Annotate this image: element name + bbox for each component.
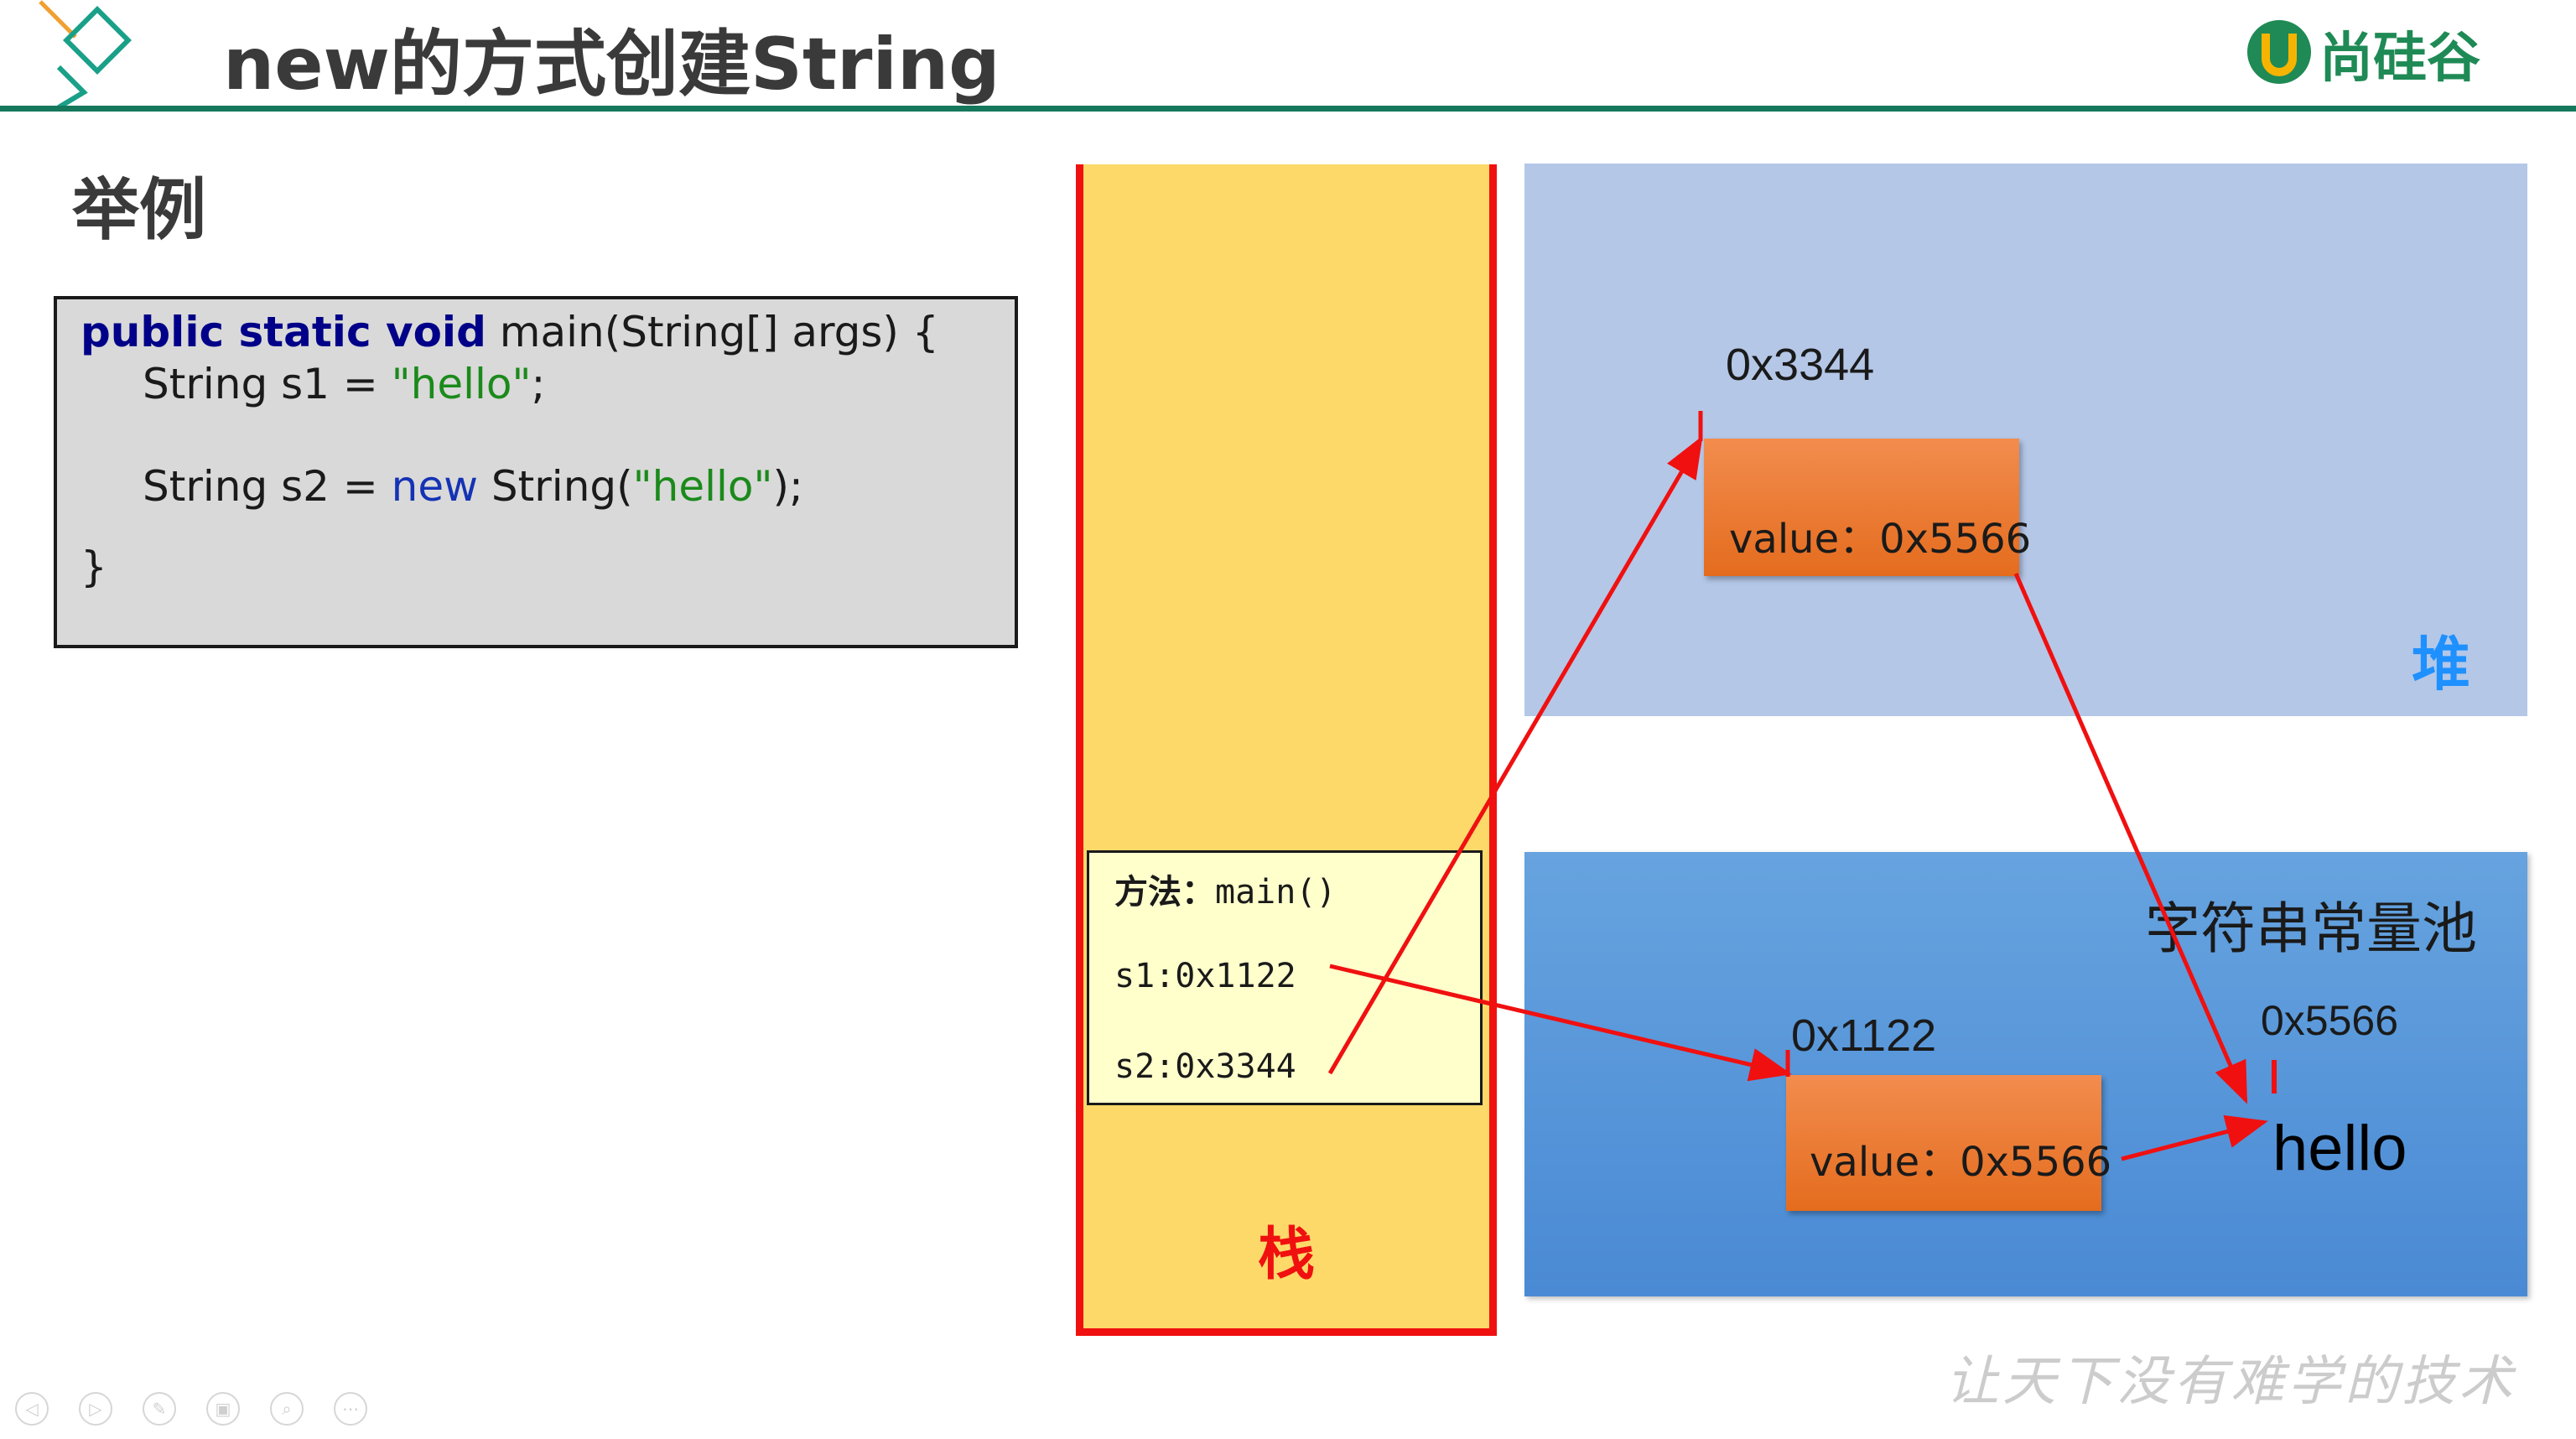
code-text: );: [772, 462, 803, 511]
code-line-2: String s1 = "hello";: [143, 360, 545, 408]
pool-string-object: value：0x5566: [1786, 1075, 2111, 1211]
string-pool-region: [1524, 852, 2527, 1296]
heap-label: 堆: [2412, 630, 2470, 699]
frame-var-s1: s1:0x1122: [1114, 957, 1296, 995]
code-block: public static void main(String[] args) {…: [54, 296, 1018, 648]
frame-var-s2: s2:0x3344: [1114, 1047, 1296, 1086]
arrow-s2-to-heap: [1327, 435, 1703, 1075]
literal-address: 0x5566: [2261, 997, 2399, 1044]
code-line-3: String s2 = new String("hello");: [143, 462, 803, 511]
section-title: 举例: [72, 171, 206, 249]
stack-frame-main: 方法：main() s1:0x1122 s2:0x3344: [1087, 850, 1483, 1105]
pen-icon[interactable]: ✎: [143, 1392, 176, 1426]
prev-icon[interactable]: ◁: [15, 1392, 49, 1426]
code-text: String s2 =: [143, 462, 392, 511]
arrow-s1-to-pool: [1329, 964, 1792, 1082]
pool-object-address: 0x1122: [1791, 1010, 1937, 1061]
stack-region: [1076, 164, 1497, 1336]
string-pool-label: 字符串常量池: [2145, 896, 2477, 961]
code-string: "hello": [632, 462, 773, 511]
heap-string-object: value：0x5566: [1704, 439, 2031, 576]
code-line-1: public static void main(String[] args) {: [80, 308, 939, 356]
logo-left-icon: [39, 0, 132, 107]
code-keyword: new: [391, 462, 479, 511]
code-line-4: }: [80, 543, 107, 591]
arrow-pool-value-to-hello: [2121, 1114, 2268, 1161]
code-text: ;: [531, 360, 546, 408]
stack-label: 栈: [1258, 1222, 1316, 1288]
next-icon[interactable]: ▷: [79, 1392, 112, 1426]
pool-object-value: value：0x5566: [1810, 1139, 2112, 1186]
frame-method-name: main(): [1215, 873, 1337, 912]
brand-logo-icon: [2247, 20, 2311, 84]
code-text: main(String[] args) {: [486, 308, 939, 356]
brand-name: 尚硅谷: [2319, 28, 2480, 90]
hello-literal: hello: [2272, 1113, 2407, 1184]
heap-object-address: 0x3344: [1726, 340, 1875, 390]
code-text: String(: [478, 462, 633, 511]
arrow-heap-value-to-hello: [2013, 573, 2248, 1104]
frame-method: 方法：main(): [1114, 865, 1337, 913]
zoom-icon[interactable]: ⌕: [270, 1392, 304, 1426]
code-keyword: public static void: [80, 308, 486, 356]
frame-method-label: 方法：: [1114, 873, 1215, 912]
slides-icon[interactable]: ▣: [206, 1392, 240, 1426]
footer-slogan: 让天下没有难学的技术: [1945, 1351, 2516, 1413]
page-title: new的方式创建String: [223, 23, 1000, 106]
code-text: String s1 =: [143, 360, 392, 408]
more-icon[interactable]: ⋯: [334, 1392, 367, 1426]
code-string: "hello": [391, 360, 532, 408]
header-divider: [0, 106, 2576, 112]
heap-object-value: value：0x5566: [1729, 516, 2032, 563]
